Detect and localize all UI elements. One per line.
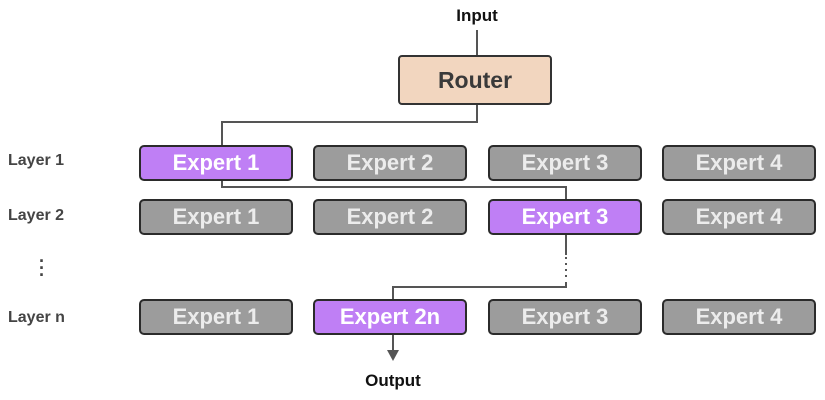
output-label: Output — [365, 371, 421, 390]
layer1-expert-2: Expert 2 — [313, 145, 467, 181]
layer2-expert-1: Expert 1 — [139, 199, 293, 235]
layer1-to-layer2-connector — [221, 181, 567, 199]
layern-expert-3: Expert 3 — [488, 299, 642, 335]
layer1-expert-3: Expert 3 — [488, 145, 642, 181]
layer-label-1: Layer 1 — [8, 152, 65, 169]
layer2-expert-2: Expert 2 — [313, 199, 467, 235]
vertical-ellipsis: ··· — [39, 251, 45, 285]
output-arrowhead — [387, 350, 399, 361]
layern-expert-4: Expert 4 — [662, 299, 816, 335]
layer2-expert-3: Expert 3 — [488, 199, 642, 235]
router-to-layer1-connector — [221, 105, 478, 145]
to-layern-connector — [392, 282, 567, 299]
layern-expert-1: Expert 1 — [139, 299, 293, 335]
layer2-expert-4: Expert 4 — [662, 199, 816, 235]
layer1-expert-4: Expert 4 — [662, 145, 816, 181]
layer-label-n: Layer n — [8, 309, 65, 326]
router-box: Router — [398, 55, 552, 105]
layern-expert-2n: Expert 2n — [313, 299, 467, 335]
input-label: Input — [456, 6, 498, 25]
layer-label-2: Layer 2 — [8, 207, 65, 224]
layer1-expert-1: Expert 1 — [139, 145, 293, 181]
